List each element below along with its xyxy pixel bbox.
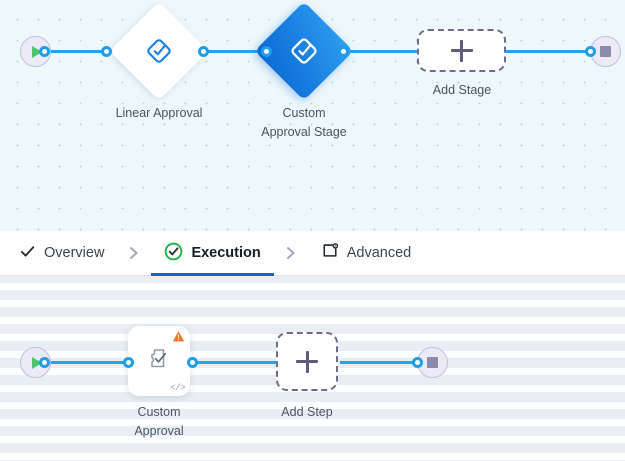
port-linear-out[interactable] (198, 46, 209, 57)
tab-advanced[interactable]: Advanced (319, 231, 414, 276)
port-custom-approval-out[interactable] (187, 357, 198, 368)
stage-flow-canvas[interactable]: Linear Approval Custom Approval Stage Ad… (0, 0, 625, 231)
stage-label-linear-approval: Linear Approval (115, 106, 203, 120)
wizard-tabs: Overview Execution (0, 231, 625, 276)
check-circle-icon (164, 242, 183, 265)
edge-start-to-custom-approval (44, 361, 128, 364)
add-stage-button[interactable] (417, 29, 506, 72)
code-icon: </> (170, 383, 185, 393)
edge-add-to-end (340, 361, 424, 364)
tab-execution[interactable]: Execution (151, 231, 275, 276)
add-step-button[interactable] (276, 332, 338, 391)
play-icon (32, 356, 42, 369)
step-flow-canvas[interactable]: </> Custom Approval Add Step (0, 276, 625, 461)
port-linear-in[interactable] (101, 46, 112, 57)
chevron-right-icon (106, 245, 162, 261)
step-node-custom-approval[interactable]: </> (128, 326, 190, 396)
port-custom-approval-in[interactable] (123, 357, 134, 368)
tab-overview[interactable]: Overview (17, 231, 106, 276)
edge-custom-approval-to-add (192, 361, 277, 364)
stop-icon (427, 357, 438, 368)
port-step-end-in[interactable] (412, 357, 423, 368)
stage-node-linear-approval[interactable] (109, 1, 209, 101)
stage-node-custom-approval-stage[interactable] (254, 1, 354, 101)
port-start-out[interactable] (39, 46, 50, 57)
check-icon (19, 243, 36, 264)
add-step-label: Add Step (281, 405, 333, 419)
stop-icon (600, 46, 611, 57)
edge-linear-to-custom (203, 50, 266, 53)
port-custom-in[interactable] (261, 46, 272, 57)
add-stage-label: Add Stage (432, 83, 492, 97)
tab-execution-label: Execution (191, 245, 261, 261)
custom-approval-icon (144, 344, 174, 379)
port-end-in[interactable] (585, 46, 596, 57)
edge-start-to-linear (44, 50, 106, 53)
stage-end-node[interactable] (590, 36, 621, 67)
stage-label-custom-approval-stage: Custom Approval Stage (261, 106, 347, 139)
tab-overview-label: Overview (44, 245, 105, 261)
plus-icon (450, 39, 473, 62)
play-icon (32, 45, 42, 58)
tab-advanced-label: Advanced (346, 245, 412, 261)
step-label-custom-approval: Custom Approval (134, 405, 184, 438)
port-custom-out[interactable] (338, 46, 349, 57)
settings-box-icon (321, 242, 339, 264)
port-step-start-out[interactable] (39, 357, 50, 368)
approval-diamond-icon (145, 37, 173, 65)
approval-diamond-icon (289, 36, 319, 66)
plus-icon (296, 350, 318, 373)
chevron-right-icon (263, 245, 319, 261)
warning-icon[interactable] (172, 330, 185, 348)
